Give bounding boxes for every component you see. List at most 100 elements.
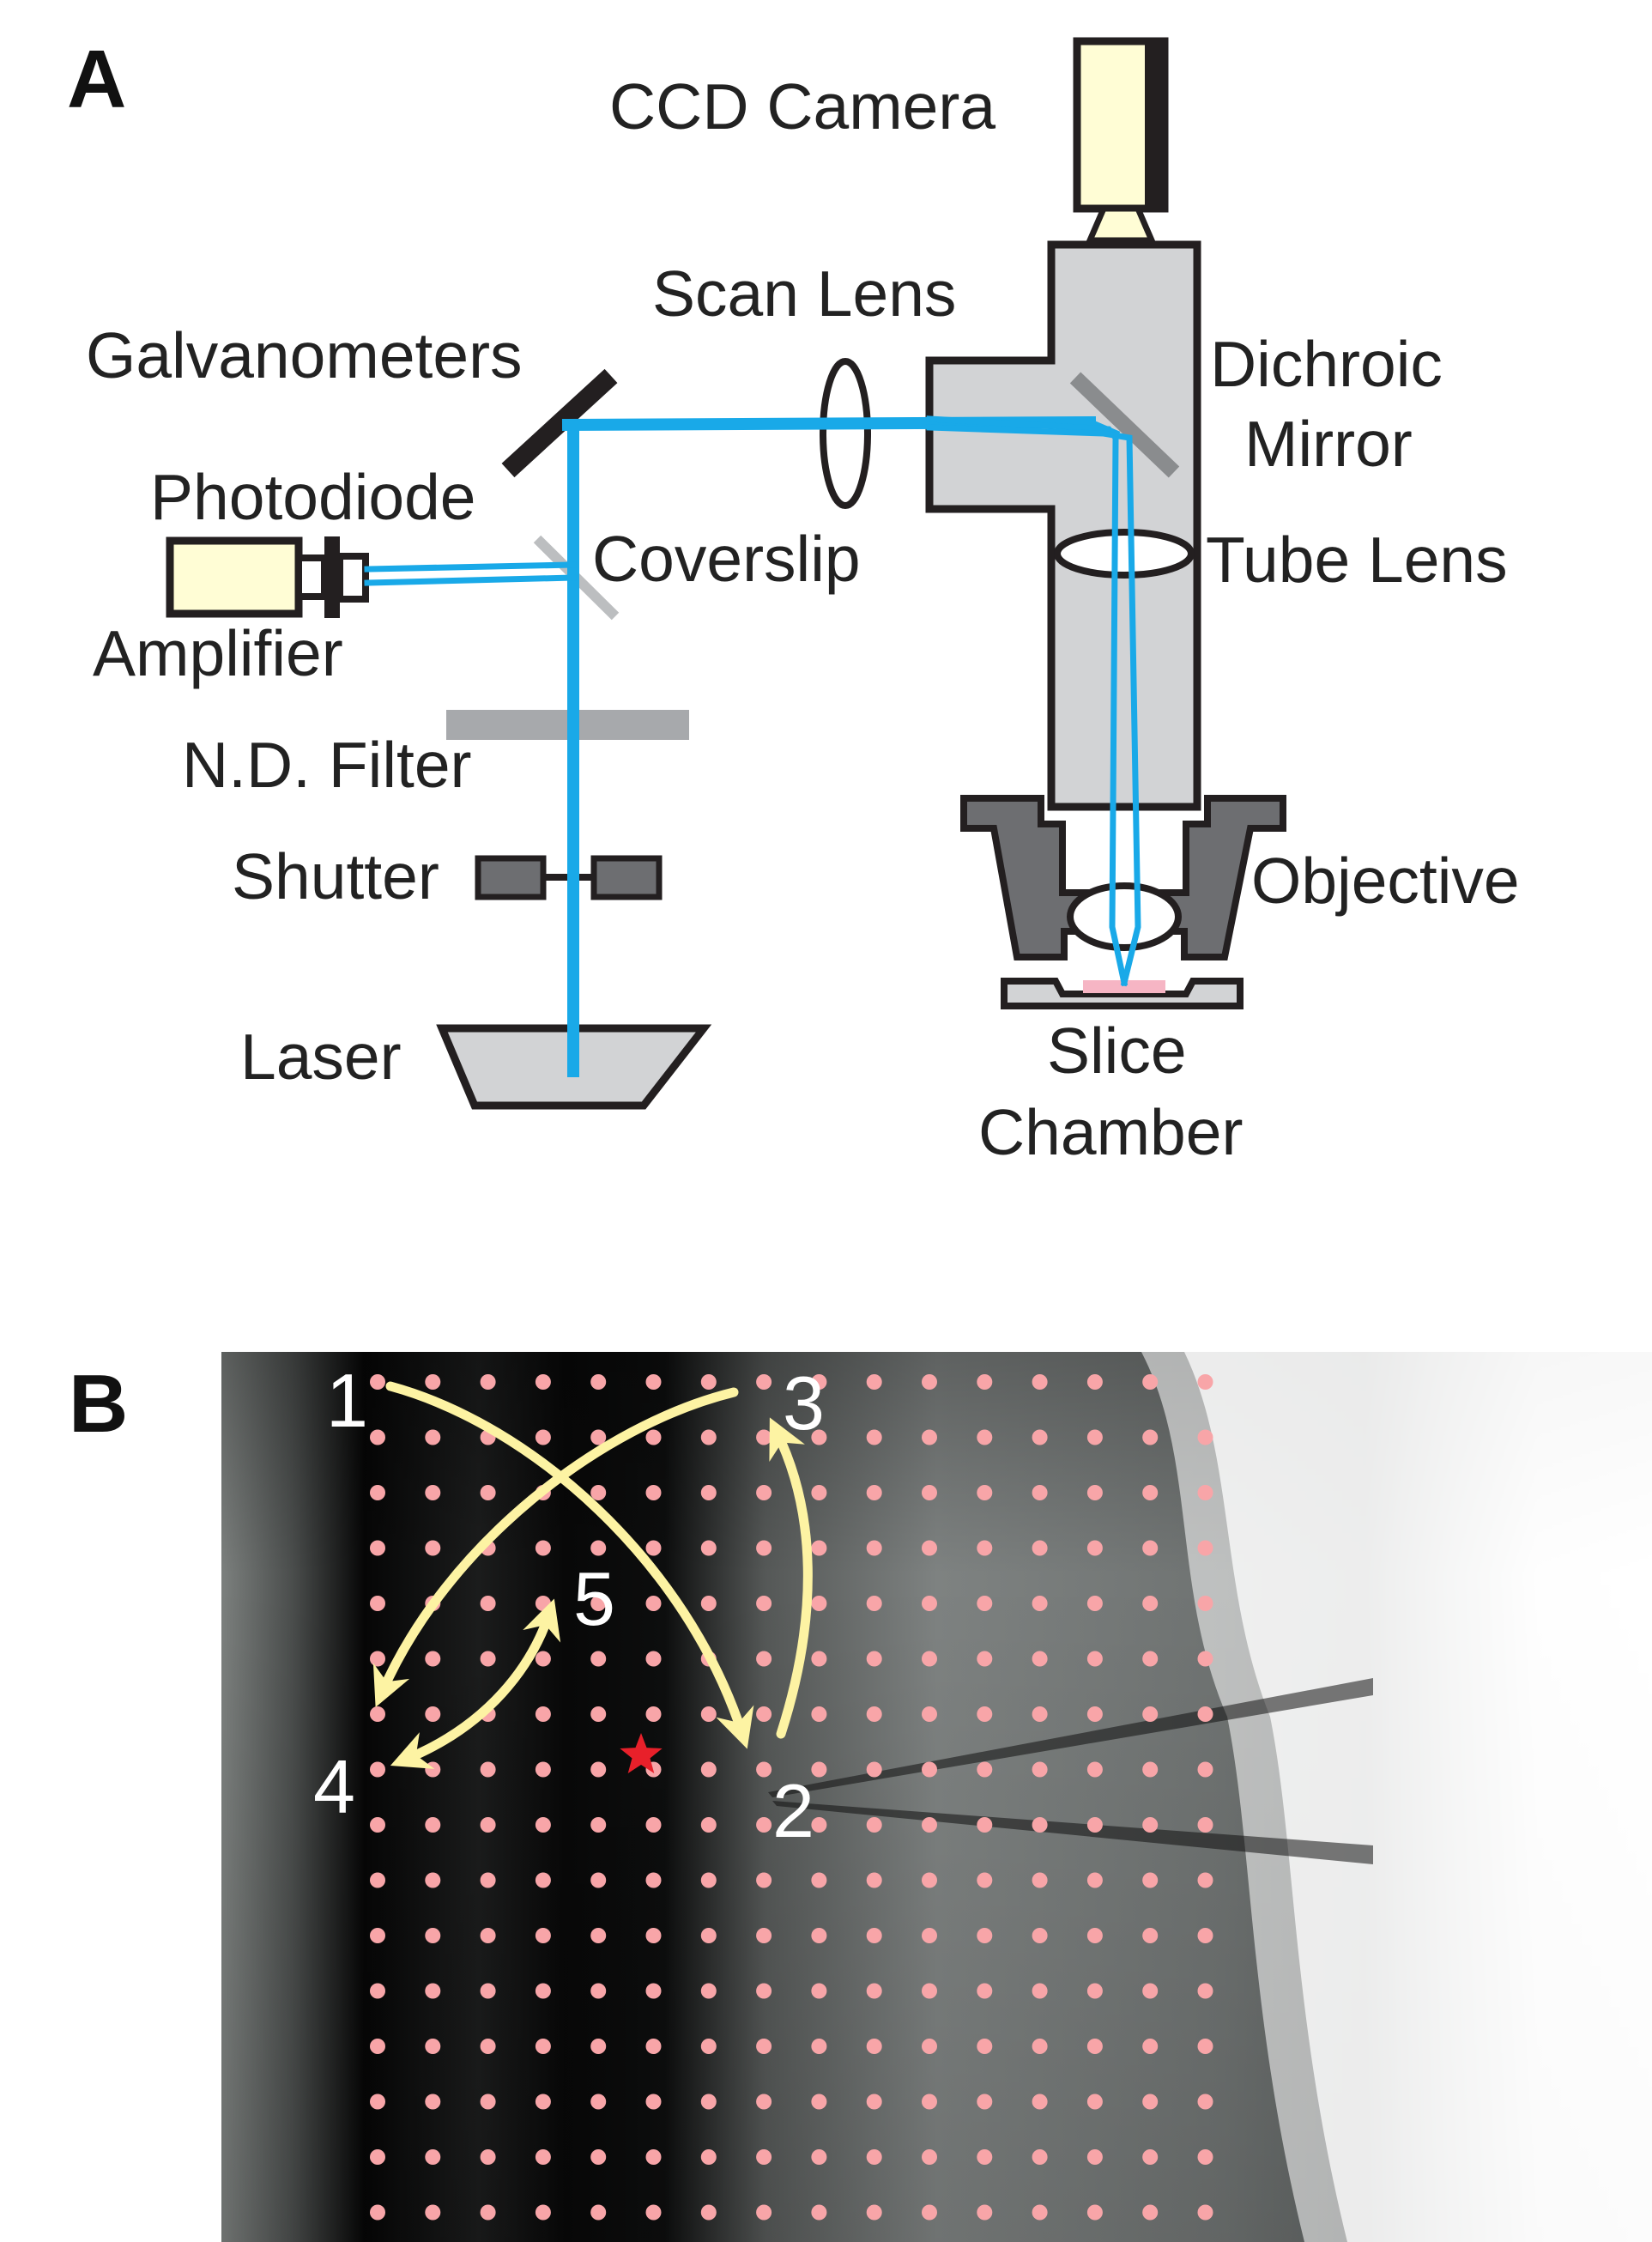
recorded-cell-star — [620, 1733, 663, 1773]
grid-point — [480, 2094, 496, 2110]
grid-point — [590, 2204, 607, 2221]
grid-point — [922, 2094, 937, 2110]
arrow-4-to-5 — [390, 1598, 561, 1769]
grid-point — [645, 1596, 662, 1611]
grid-point — [1086, 2039, 1103, 2054]
grid-point — [977, 1596, 993, 1611]
grid-point — [1197, 1596, 1213, 1611]
grid-point — [1142, 1540, 1159, 1556]
grid-point — [1197, 1429, 1213, 1445]
grid-point — [811, 1374, 827, 1390]
grid-point — [700, 2204, 717, 2221]
grid-point — [977, 1983, 993, 1999]
grid-point — [535, 1817, 551, 1833]
grid-point — [370, 2204, 385, 2221]
grid-point — [1032, 1374, 1048, 1390]
grid-point — [700, 1485, 717, 1500]
grid-point — [535, 2149, 551, 2165]
grid-point — [370, 1485, 385, 1500]
grid-point — [535, 1761, 551, 1778]
microscope-body — [925, 240, 1201, 811]
grid-point — [370, 1651, 385, 1667]
grid-point — [1086, 1374, 1103, 1390]
grid-point — [370, 1817, 385, 1833]
grid-point — [756, 1928, 772, 1943]
label-slice-line1: Slice — [1047, 1015, 1187, 1087]
grid-point — [756, 1429, 772, 1445]
grid-point — [480, 1872, 496, 1888]
grid-point — [700, 1928, 717, 1943]
grid-point — [1032, 1817, 1048, 1833]
galvanometer-mirror — [501, 368, 618, 478]
grid-point — [590, 1485, 607, 1500]
grid-point — [756, 2094, 772, 2110]
grid-point — [700, 2039, 717, 2054]
grid-point — [1086, 1596, 1103, 1611]
grid-point — [700, 1706, 717, 1722]
grid-point — [1032, 1596, 1048, 1611]
grid-point — [1142, 2149, 1159, 2165]
grid-point — [866, 2039, 882, 2054]
grid-point — [425, 1983, 441, 1999]
grid-point — [866, 2204, 882, 2221]
grid-point — [645, 1374, 662, 1390]
grid-point — [1197, 1872, 1213, 1888]
grid-point — [756, 1485, 772, 1500]
grid-point — [535, 1983, 551, 1999]
grid-point — [370, 1596, 385, 1611]
grid-point — [977, 1872, 993, 1888]
grid-point — [1086, 1817, 1103, 1833]
grid-point — [922, 2149, 937, 2165]
grid-point — [425, 1485, 441, 1500]
grid-point — [1142, 2039, 1159, 2054]
grid-point — [645, 1429, 662, 1445]
grid-point — [922, 1429, 937, 1445]
grid-point — [535, 1374, 551, 1390]
grid-point — [1197, 1540, 1213, 1556]
grid-point — [425, 1429, 441, 1445]
grid-point — [645, 1872, 662, 1888]
grid-point — [425, 1761, 441, 1778]
grid-point — [425, 1872, 441, 1888]
laser-beam — [364, 415, 1141, 1077]
grid-point — [866, 1928, 882, 1943]
label-galvanometers: Galvanometers — [86, 319, 523, 391]
grid-point — [590, 1817, 607, 1833]
grid-point — [480, 2039, 496, 2054]
grid-point — [1142, 1485, 1159, 1500]
grid-point — [1142, 1983, 1159, 1999]
grid-point — [590, 1374, 607, 1390]
grid-point — [535, 1651, 551, 1667]
label-scan-lens: Scan Lens — [652, 258, 956, 330]
label-dichroic-line1: Dichroic — [1210, 328, 1443, 400]
label-ccd-camera: CCD Camera — [609, 70, 995, 142]
grid-point — [866, 1374, 882, 1390]
grid-point — [370, 1540, 385, 1556]
grid-point — [645, 1983, 662, 1999]
grid-point — [977, 2094, 993, 2110]
grid-point — [700, 2094, 717, 2110]
grid-point — [811, 1596, 827, 1611]
grid-point — [1032, 1540, 1048, 1556]
grid-point — [866, 1983, 882, 1999]
grid-point — [590, 1872, 607, 1888]
grid-point — [866, 1872, 882, 1888]
grid-point — [1032, 1983, 1048, 1999]
grid-point — [370, 1983, 385, 1999]
grid-point — [866, 1651, 882, 1667]
label-tube-lens: Tube Lens — [1206, 524, 1508, 596]
grid-point — [645, 2039, 662, 2054]
grid-point — [1142, 1872, 1159, 1888]
grid-point — [756, 2039, 772, 2054]
grid-point — [922, 1596, 937, 1611]
grid-point — [1197, 1817, 1213, 1833]
grid-point — [590, 1706, 607, 1722]
grid-point — [756, 1540, 772, 1556]
grid-point — [977, 1540, 993, 1556]
grid-point — [370, 2094, 385, 2110]
arrow-1-to-2 — [385, 1381, 754, 1749]
grid-point — [922, 2204, 937, 2221]
label-amplifier: Amplifier — [93, 617, 343, 689]
scan-lens — [820, 358, 871, 509]
grid-point — [370, 1872, 385, 1888]
